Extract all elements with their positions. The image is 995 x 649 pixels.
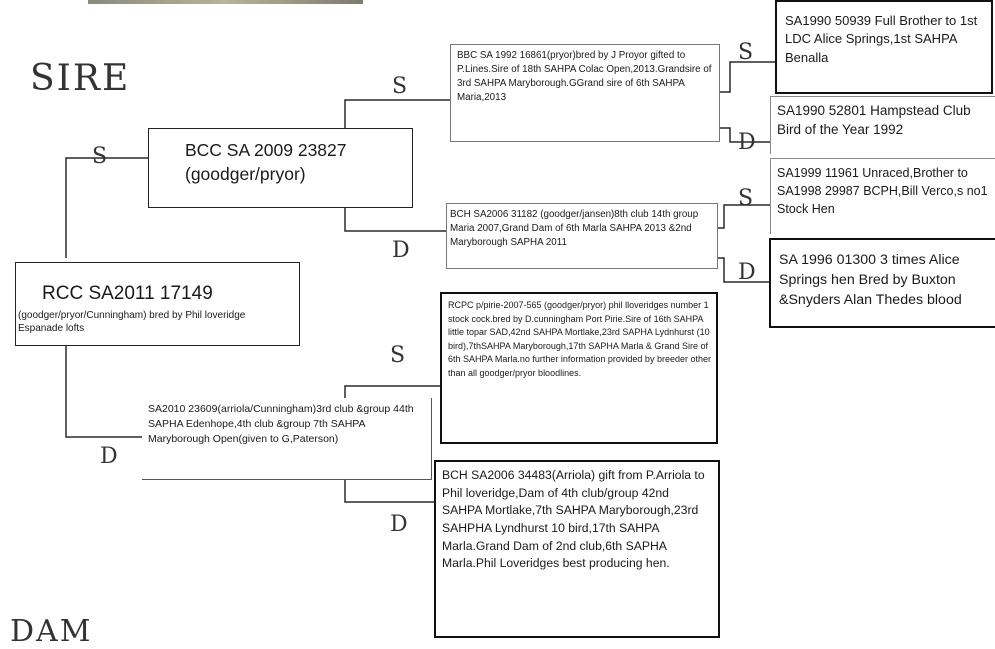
branch-letter-dam-dam: D [390,512,408,537]
branch-letter-sire: S [92,144,108,169]
subject-bird-card: RCC SA2011 17149 (goodger/pryor/Cunningh… [15,262,300,346]
subject-bird-title: RCC SA2011 17149 [42,283,213,304]
ggp-4-text: SA 1996 01300 3 times Alice Springs hen … [779,252,962,309]
sire-dam-text: BCH SA2006 31182 (goodger/jansen)8th clu… [450,209,699,248]
dam-text: SA2010 23609(arriola/Cunningham)3rd club… [148,403,414,445]
dam-dam-text: BCH SA2006 34483(Arriola) gift from P.Ar… [442,468,705,571]
ggp-3-text: SA1999 11961 Unraced,Brother to SA1998 2… [777,166,988,216]
branch-letter-sire-sire: S [392,74,408,99]
ggp-card-3: SA1999 11961 Unraced,Brother to SA1998 2… [770,158,995,234]
sire-dam-card: BCH SA2006 31182 (goodger/jansen)8th clu… [446,203,718,269]
ggp-card-4: SA 1996 01300 3 times Alice Springs hen … [769,238,995,328]
sire-sire-text: BBC SA 1992 16861(pryor)bred by J Proyor… [457,50,712,103]
branch-letter-ggp2: D [738,130,756,155]
ggp-card-1: SA1990 50939 Full Brother to 1st LDC Ali… [775,0,993,94]
dam-heading: DAM [10,614,93,649]
ggp-2-text: SA1990 52801 Hampstead Club Bird of the … [777,103,971,138]
branch-letter-dam: D [100,444,118,469]
branch-letter-ggp4: D [738,260,756,285]
sire-sire-card: BBC SA 1992 16861(pryor)bred by J Proyor… [450,44,720,142]
ggp-1-text: SA1990 50939 Full Brother to 1st LDC Ali… [785,13,978,65]
dam-dam-card: BCH SA2006 34483(Arriola) gift from P.Ar… [434,460,720,638]
dam-card: SA2010 23609(arriola/Cunningham)3rd club… [142,398,432,480]
dam-sire-text: RCPC p/pirie-2007-565 (goodger/pryor) ph… [448,300,711,378]
branch-letter-sire-dam: D [392,238,410,263]
sire-title: BCC SA 2009 23827 [185,140,347,160]
sire-heading: SIRE [30,58,131,99]
branch-letter-ggp3: S [738,186,754,211]
photo-edge [88,0,363,4]
ggp-card-2: SA1990 52801 Hampstead Club Bird of the … [770,96,995,154]
subject-bird-note: (goodger/pryor/Cunningham) bred by Phil … [18,309,246,335]
branch-letter-ggp1: S [738,40,754,65]
branch-letter-dam-sire: S [390,343,406,368]
sire-note: (goodger/pryor) [185,164,306,185]
sire-card: BCC SA 2009 23827 (goodger/pryor) [148,128,413,208]
dam-sire-card: RCPC p/pirie-2007-565 (goodger/pryor) ph… [440,292,718,444]
